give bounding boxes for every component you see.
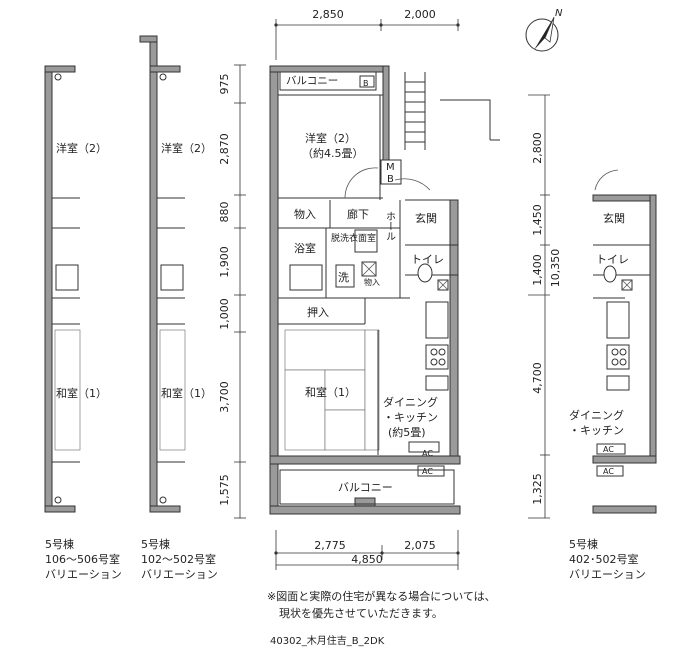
entrance-label: 玄関 — [415, 211, 437, 225]
balcony-bottom-label: バルコニー — [338, 481, 393, 494]
dim-right-total: 10,350 — [549, 249, 562, 288]
right-dimension: 2,800 1,450 1,400 4,700 1,325 10,350 — [528, 94, 562, 519]
variation1-japanese-label: 和室（1） — [56, 386, 107, 400]
dining-line-1: ダイニング — [383, 395, 438, 409]
variation-right-toilet: トイレ — [596, 253, 629, 266]
variation-right-dining-1: ダイニング — [569, 408, 624, 422]
ac-label-1: AC — [422, 449, 433, 458]
caption-left1-line2: 106〜506号室 — [45, 553, 120, 566]
dim-right-2: 1,450 — [531, 204, 544, 236]
caption-right-line3: バリエーション — [569, 568, 646, 581]
bath-label: 浴室 — [294, 241, 316, 255]
variation-plan-left-2 — [139, 35, 186, 513]
corridor-label: 廊下 — [347, 207, 369, 221]
dim-left-6: 3,700 — [218, 381, 231, 413]
dim-top-2: 2,000 — [404, 8, 436, 21]
caption-left1-line3: バリエーション — [45, 568, 122, 581]
caption-left1-line1: 5号棟 — [45, 538, 74, 551]
caption-right: 5号棟 402･502号室 バリエーション — [569, 537, 646, 582]
variation-right-dining-2: ・キッチン — [569, 424, 624, 437]
dim-bottom-2: 2,075 — [404, 539, 436, 552]
dim-bottom-1: 2,775 — [314, 539, 346, 552]
variation-right-ac-2: AC — [603, 467, 614, 476]
north-label: N — [555, 8, 563, 19]
variation2-japanese-label: 和室（1） — [161, 386, 212, 400]
wash-room-label: 脱洗衣面室 — [331, 232, 376, 244]
ac-label-2: AC — [422, 467, 433, 476]
dim-bottom-total: 4,850 — [351, 553, 383, 566]
note-line1: ※図面と実際の住宅が異なる場合については、 — [267, 590, 496, 603]
note-line2: 現状を優先させていただきます。 — [279, 607, 443, 620]
variation-plan-left-1 — [44, 65, 81, 513]
top-dimension: 2,850 2,000 — [274, 8, 460, 60]
variation-right-entrance: 玄関 — [603, 211, 625, 225]
dim-right-1: 2,800 — [531, 132, 544, 164]
b-mark: B — [363, 79, 369, 88]
caption-left2-line2: 102〜502号室 — [141, 553, 216, 566]
caption-right-line2: 402･502号室 — [569, 553, 639, 566]
dim-left-1: 975 — [218, 74, 231, 95]
property-code: 40302_木月住吉_B_2DK — [270, 636, 385, 647]
dim-left-7: 1,575 — [218, 474, 231, 506]
closet-label: 押入 — [307, 305, 329, 319]
mb-label-2: B — [387, 174, 394, 185]
dining-line-2: ・キッチン — [383, 411, 438, 424]
dim-right-4: 4,700 — [531, 362, 544, 394]
dim-left-4: 1,900 — [218, 246, 231, 278]
toilet-label: トイレ — [411, 253, 444, 266]
balcony-top-label: バルコニー — [286, 75, 338, 87]
dim-top-1: 2,850 — [312, 8, 344, 21]
left-dimension: 975 2,870 880 1,900 1,000 3,700 1,575 — [218, 64, 246, 519]
bottom-dimension: 2,775 2,075 4,850 — [274, 530, 460, 570]
western-room-label: 洋室（2） — [305, 131, 356, 145]
caption-left2-line1: 5号棟 — [141, 538, 170, 551]
disclaimer-note: ※図面と実際の住宅が異なる場合については、 現状を優先させていただきます。 — [267, 588, 496, 622]
small-storage-label: 物入 — [364, 277, 380, 287]
caption-right-line1: 5号棟 — [569, 538, 598, 551]
mb-label-1: M — [386, 162, 395, 173]
western-room-size: （約4.5畳） — [302, 146, 364, 160]
caption-left2-line3: バリエーション — [141, 568, 218, 581]
dim-left-3: 880 — [218, 202, 231, 223]
variation-plan-right — [592, 169, 657, 514]
dim-left-5: 1,000 — [218, 298, 231, 330]
dim-right-3: 1,400 — [531, 254, 544, 286]
dim-right-5: 1,325 — [531, 473, 544, 505]
variation2-western-label: 洋室（2） — [161, 141, 212, 155]
storage-label: 物入 — [294, 207, 316, 221]
main-plan — [269, 65, 500, 515]
dim-left-2: 2,870 — [218, 133, 231, 165]
japanese-room-label: 和室（1） — [305, 385, 356, 399]
caption-left1: 5号棟 106〜506号室 バリエーション — [45, 537, 122, 582]
hall-label: ホール — [384, 211, 396, 241]
dining-line-3: (約5畳) — [388, 425, 426, 439]
caption-left2: 5号棟 102〜502号室 バリエーション — [141, 537, 218, 582]
wash-label: 洗 — [338, 271, 349, 284]
variation1-western-label: 洋室（2） — [56, 141, 107, 155]
variation-right-ac-1: AC — [603, 445, 614, 454]
north-arrow-icon: N — [525, 8, 563, 52]
